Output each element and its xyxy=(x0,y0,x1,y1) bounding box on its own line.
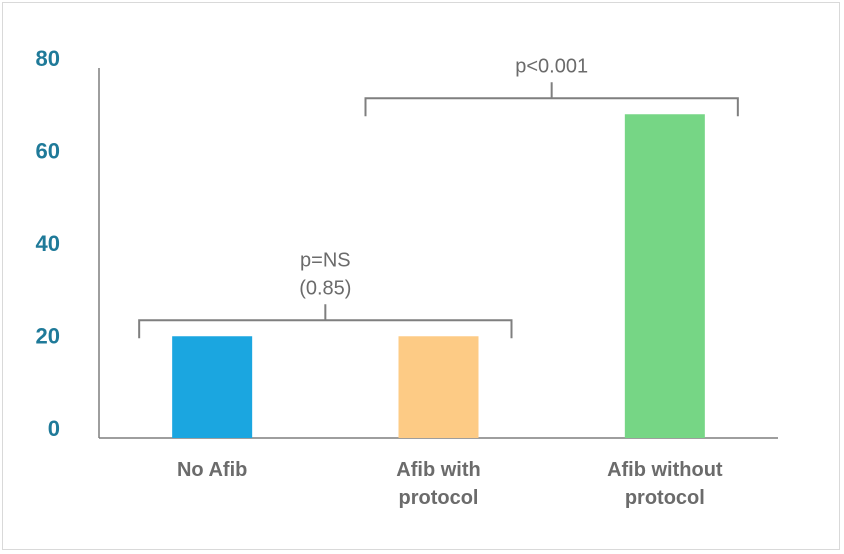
x-tick-label: No Afib xyxy=(177,459,247,481)
y-axis-ticks: 0 20 40 60 80 xyxy=(36,46,60,441)
y-tick-label: 60 xyxy=(36,139,60,164)
significance-bracket xyxy=(138,304,513,339)
bar xyxy=(172,336,253,438)
y-tick-label: 80 xyxy=(36,46,60,71)
significance-brackets: p=NS(0.85) p<0.001 xyxy=(138,55,739,339)
y-tick-label: 20 xyxy=(36,324,60,349)
y-tick-label: 0 xyxy=(48,416,60,441)
p-value-annotation: p=NS(0.85) xyxy=(299,249,351,299)
bar xyxy=(624,114,705,438)
y-tick-label: 40 xyxy=(36,231,60,256)
p-value-annotation: p<0.001 xyxy=(515,55,588,77)
bars xyxy=(172,114,705,438)
bar xyxy=(398,336,479,438)
significance-bracket xyxy=(364,82,739,117)
